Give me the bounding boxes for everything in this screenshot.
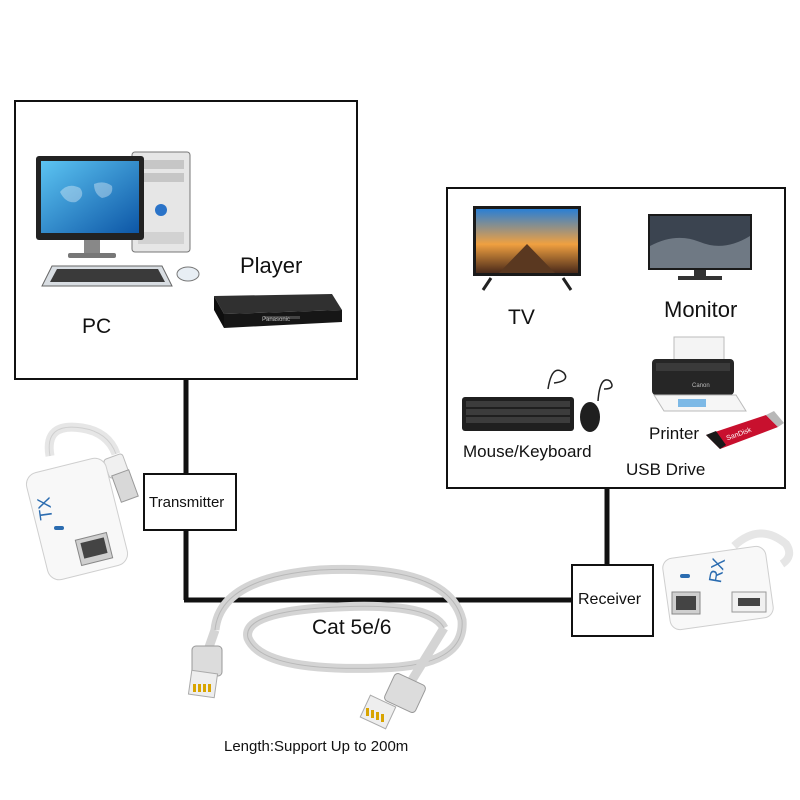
transmitter-box: Transmitter — [143, 473, 237, 531]
usb-drive-illustration — [706, 411, 784, 449]
tv-label: TV — [508, 306, 535, 329]
output-devices-box: TV Monitor Mouse/Keyboard Canon Printer — [446, 187, 786, 489]
player-label: Player — [240, 253, 303, 278]
transmitter-adapter-text: TX — [33, 495, 57, 522]
printer-label: Printer — [649, 424, 700, 443]
mouse-keyboard-label: Mouse/Keyboard — [463, 442, 592, 461]
cable-length-note: Length:Support Up to 200m — [224, 738, 409, 755]
tv-illustration — [473, 206, 581, 291]
transmitter-label: Transmitter — [149, 494, 225, 511]
receiver-box: Receiver — [571, 564, 654, 637]
player-brand-text: Panasonic — [262, 317, 291, 323]
monitor-label: Monitor — [664, 297, 738, 322]
transmitter-adapter-illustration — [25, 422, 139, 581]
printer-illustration — [652, 336, 747, 412]
cat-cable-illustration — [187, 564, 467, 730]
pc-label: PC — [82, 315, 112, 338]
receiver-adapter-illustration — [662, 529, 794, 631]
cable-label: Cat 5e/6 — [312, 616, 392, 639]
receiver-label: Receiver — [578, 591, 642, 608]
receiver-adapter-text: RX — [704, 556, 730, 585]
mouse-keyboard-illustration — [462, 369, 613, 432]
player-illustration — [214, 294, 342, 328]
pc-illustration — [36, 151, 200, 287]
monitor-illustration — [648, 214, 752, 280]
source-devices-box: PC Panasonic Player — [14, 100, 358, 380]
printer-brand-text: Canon — [692, 383, 710, 389]
usb-drive-label: USB Drive — [626, 460, 706, 479]
